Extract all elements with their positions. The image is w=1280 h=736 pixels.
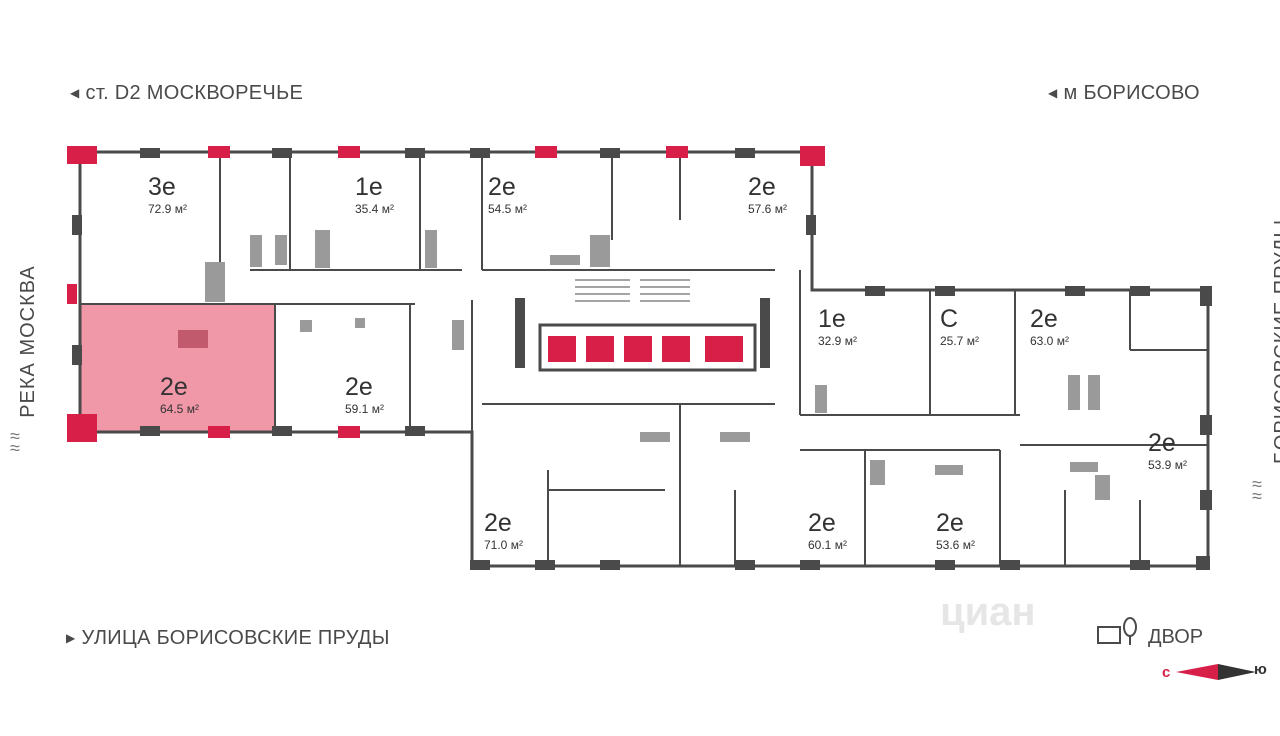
wave-icon: ≈≈ [1252, 474, 1262, 506]
metro-label: ◀м БОРИСОВО [1048, 82, 1200, 104]
apartment-area: 59.1 м² [345, 402, 384, 416]
apartment-area: 25.7 м² [940, 334, 979, 348]
compass: с ю [1162, 660, 1272, 688]
apartment-type: 2е [1148, 429, 1176, 457]
river-label: РЕКА МОСКВА [16, 265, 39, 418]
apartment-label[interactable]: С 25.7 м² [940, 306, 979, 348]
apartment-type: 2е [484, 509, 512, 537]
apartment-area: 53.9 м² [1148, 458, 1187, 472]
apartment-area: 71.0 м² [484, 538, 523, 552]
apartment-type: 2е [748, 173, 776, 201]
apartment-label[interactable]: 2е 59.1 м² [345, 374, 384, 416]
yard-icon [1096, 615, 1140, 647]
apartment-area: 60.1 м² [808, 538, 847, 552]
street-label: ▶УЛИЦА БОРИСОВСКИЕ ПРУДЫ [66, 627, 390, 649]
column-markers [67, 146, 825, 442]
apartment-area: 54.5 м² [488, 202, 527, 216]
fixtures [205, 230, 1110, 500]
apartment-label[interactable]: 1е 35.4 м² [355, 174, 394, 216]
apartment-label[interactable]: 2е 63.0 м² [1030, 306, 1069, 348]
apartment-type: 2е [808, 509, 836, 537]
apartment-type: 2е [1030, 305, 1058, 333]
apartment-area: 64.5 м² [160, 402, 199, 416]
apartment-label[interactable]: 2е 60.1 м² [808, 510, 847, 552]
apartment-type: 1е [355, 173, 383, 201]
apartment-label-highlighted[interactable]: 2е 64.5 м² [160, 374, 199, 416]
arrow-icon: ▶ [66, 631, 76, 645]
watermark: циан [940, 590, 1036, 634]
apartment-area: 72.9 м² [148, 202, 187, 216]
arrow-icon: ◀ [1048, 86, 1058, 100]
apartment-label[interactable]: 2е 53.9 м² [1148, 430, 1187, 472]
compass-north: с [1162, 664, 1171, 681]
apartment-label[interactable]: 3е 72.9 м² [148, 174, 187, 216]
apartment-label[interactable]: 2е 71.0 м² [484, 510, 523, 552]
compass-arrow-icon [1176, 664, 1256, 680]
highlighted-apartment-fill [80, 304, 275, 432]
apartment-type: 1е [818, 305, 846, 333]
arrow-icon: ◀ [70, 86, 80, 100]
columns [72, 148, 1212, 570]
compass-south: ю [1254, 661, 1267, 678]
apartment-area: 35.4 м² [355, 202, 394, 216]
apartment-type: 2е [160, 373, 188, 401]
elevator-core [515, 279, 770, 372]
apartment-label[interactable]: 2е 57.6 м² [748, 174, 787, 216]
apartment-area: 57.6 м² [748, 202, 787, 216]
ponds-label: БОРИСОВСКИЕ ПРУДЫ [1271, 218, 1280, 465]
apartment-area: 53.6 м² [936, 538, 975, 552]
apartment-type: 2е [936, 509, 964, 537]
apartment-area: 32.9 м² [818, 334, 857, 348]
apartment-area: 63.0 м² [1030, 334, 1069, 348]
apartment-type: 2е [488, 173, 516, 201]
station-label: ◀ст. D2 МОСКВОРЕЧЬЕ [70, 82, 304, 104]
apartment-type: 3е [148, 173, 176, 201]
yard-label: ДВОР [1148, 626, 1204, 648]
wave-icon: ≈≈ [10, 426, 20, 458]
apartment-type: 2е [345, 373, 373, 401]
apartment-label[interactable]: 2е 54.5 м² [488, 174, 527, 216]
apartment-label[interactable]: 2е 53.6 м² [936, 510, 975, 552]
apartment-type: С [940, 305, 959, 333]
apartment-label[interactable]: 1е 32.9 м² [818, 306, 857, 348]
inner-walls [80, 152, 1208, 566]
